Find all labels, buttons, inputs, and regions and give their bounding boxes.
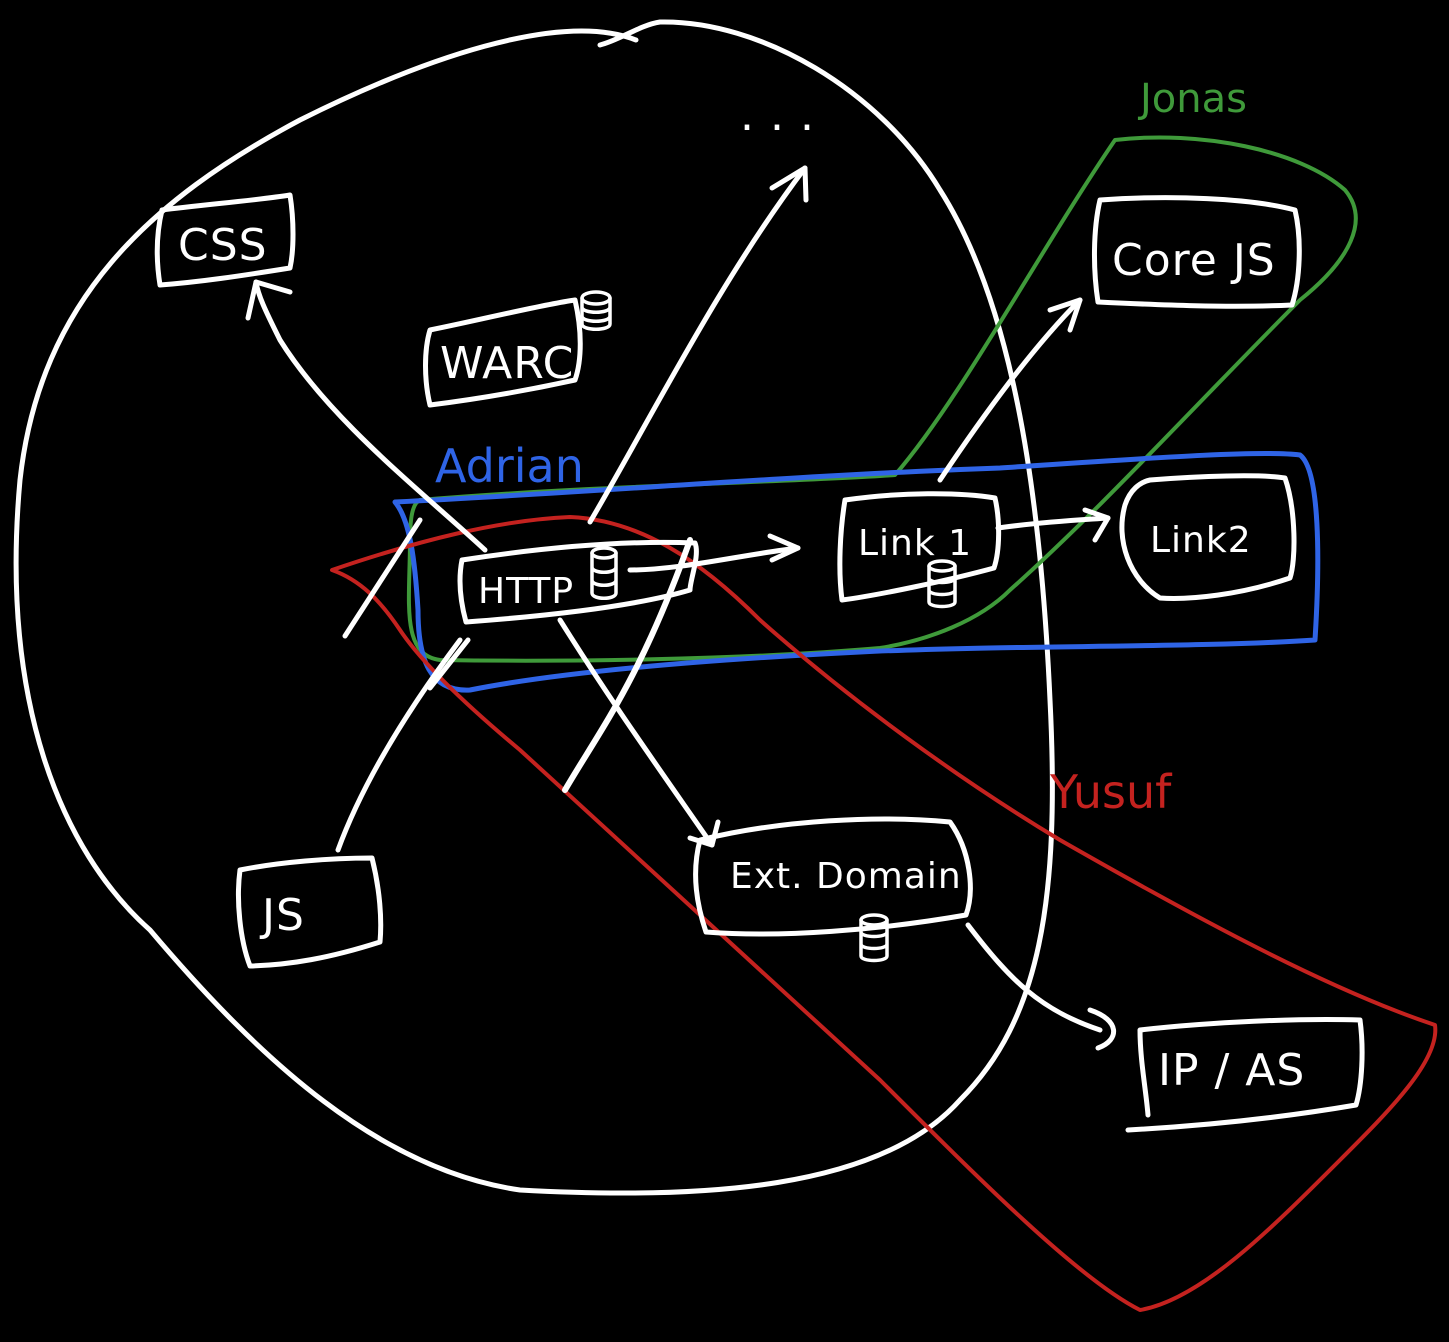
node-extdomain-label: Ext. Domain <box>730 856 962 897</box>
connectors <box>245 165 1117 1051</box>
node-js-label: JS <box>259 890 305 941</box>
group-jonas-outline <box>406 135 1358 663</box>
node-link1-label: Link 1 <box>858 523 972 564</box>
node-http-label: HTTP <box>478 571 574 612</box>
arrowhead-ellipsis <box>769 165 809 203</box>
edge-http-css <box>253 279 488 553</box>
database-icon <box>590 546 618 600</box>
edge-extdomain-ipas <box>965 922 1103 1033</box>
node-ipas-label: IP / AS <box>1158 1045 1305 1096</box>
database-icon <box>580 290 612 331</box>
node-link2-label: Link2 <box>1150 520 1252 561</box>
node-corejs-label: Core JS <box>1112 235 1276 286</box>
node-ellipsis-label: . . . <box>740 90 815 141</box>
node-css-label: CSS <box>178 220 268 271</box>
node-extdomain: Ext. Domain <box>692 816 973 963</box>
node-ipas: IP / AS <box>1125 1017 1365 1133</box>
node-js: JS <box>236 855 384 969</box>
stroke-http-left <box>342 517 423 639</box>
database-icon <box>859 913 889 963</box>
arrowhead-link1 <box>767 533 801 563</box>
edge-http-ellipsis <box>587 165 808 525</box>
arrowhead-css <box>245 279 293 321</box>
group-jonas-label: Jonas <box>1137 76 1247 122</box>
edge-js-http <box>335 637 463 853</box>
edge-http-extdomain <box>557 617 715 848</box>
group-yusuf-label: Yusuf <box>1049 765 1173 819</box>
arrowhead-http-from-js <box>427 637 471 691</box>
arrowhead-corejs <box>1047 297 1083 333</box>
node-corejs: Core JS <box>1091 195 1302 309</box>
group-adrian-label: Adrian <box>435 439 584 493</box>
edge-http-link1 <box>627 545 801 573</box>
stroke-http-down <box>562 537 693 793</box>
arrowhead-ipas <box>1087 1007 1117 1051</box>
node-warc: WARC <box>423 290 612 408</box>
group-adrian-outline <box>392 450 1321 693</box>
group-yusuf-outline <box>330 515 1438 1312</box>
edge-link1-corejs <box>937 297 1083 483</box>
edge-link1-link2 <box>995 515 1111 531</box>
node-http: HTTP <box>457 539 699 625</box>
database-icon <box>927 559 957 609</box>
scope-boundary <box>13 19 1055 1196</box>
node-link1: Link 1 <box>837 491 1002 609</box>
node-link2: Link2 <box>1119 473 1297 601</box>
node-warc-label: WARC <box>440 338 574 389</box>
arrowhead-link2 <box>1082 507 1111 543</box>
node-css: CSS <box>154 192 296 288</box>
